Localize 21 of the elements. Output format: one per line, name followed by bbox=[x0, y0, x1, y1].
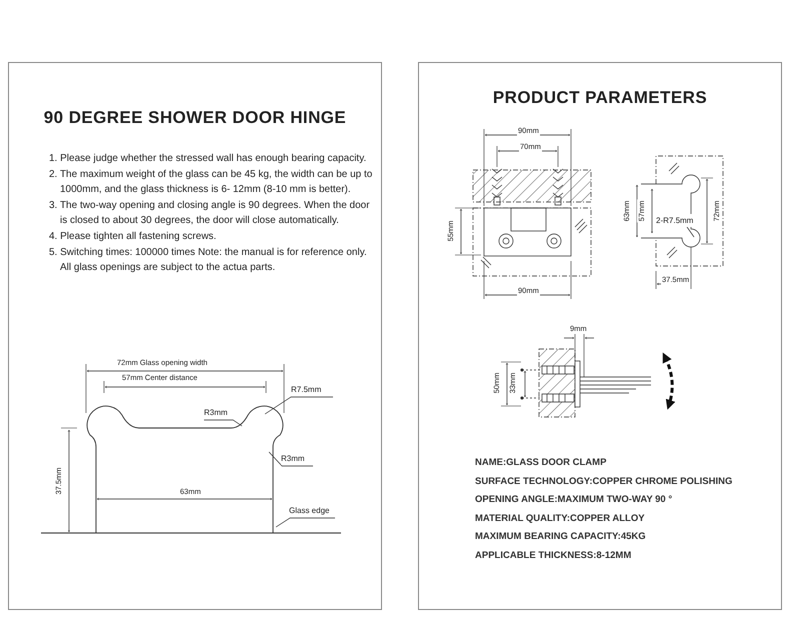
instruction-item: 4. Please tighten all fastening screws. bbox=[49, 230, 218, 244]
parameter-line: NAME:GLASS DOOR CLAMP bbox=[475, 456, 608, 470]
leader-line bbox=[276, 518, 336, 528]
parameter-line: APPLICABLE THICKNESS:8-12MM bbox=[475, 548, 632, 562]
leader-line bbox=[686, 226, 694, 238]
leader-line bbox=[204, 420, 242, 426]
instruction-item: 5. Switching times: 100000 times Note: the manual is for reference only. All glass openings are subject to the actua parts. bbox=[49, 246, 368, 275]
parameter-line: MATERIAL QUALITY:COPPER ALLOY bbox=[475, 512, 646, 526]
sheet-panel bbox=[8, 62, 382, 610]
instruction-item: 2. The maximum weight of the glass can be 45 kg, the width can be up to 1000mm, and the glass thickness is 6- 12mm (8-10 mm is better). bbox=[49, 168, 374, 197]
leader-line bbox=[268, 452, 314, 466]
callout-label: 2-R7.5mm bbox=[656, 214, 694, 227]
instruction-item: 1. Please judge whether the stressed wall has enough bearing capacity. bbox=[49, 152, 368, 166]
instruction-item: 3. The two-way opening and closing angle is 90 degrees. When the door is closed to about 30 degrees, the door will close automatically. bbox=[49, 199, 371, 228]
leader-line bbox=[264, 396, 334, 414]
parameter-line: OPENING ANGLE:MAXIMUM TWO-WAY 90 ° bbox=[475, 493, 674, 507]
sheet-panel bbox=[418, 62, 782, 610]
parameter-line: SURFACE TECHNOLOGY:COPPER CHROME POLISHING bbox=[475, 474, 732, 488]
parameter-line: MAXIMUM BEARING CAPACITY:45KG bbox=[475, 530, 647, 544]
page-title: PRODUCT PARAMETERS bbox=[492, 87, 708, 109]
page-title: 90 DEGREE SHOWER DOOR HINGE bbox=[42, 107, 348, 129]
